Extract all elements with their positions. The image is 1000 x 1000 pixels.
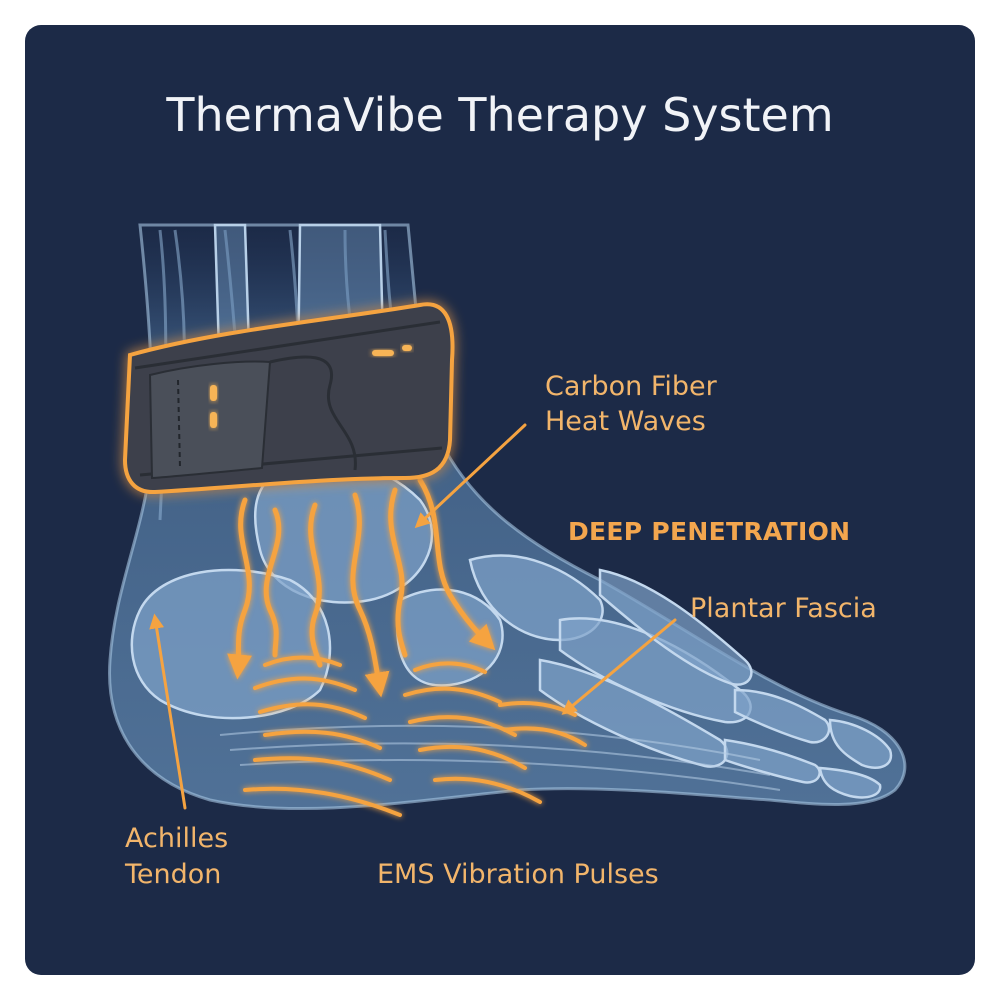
foot-bones — [130, 458, 893, 799]
achilles-label-line2: Tendon — [125, 859, 222, 890]
ems-pulses-label: EMS Vibration Pulses — [377, 859, 659, 890]
ems-pulse-arcs — [243, 655, 587, 817]
plantar-fascia-label: Plantar Fascia — [690, 593, 877, 624]
page-title: ThermaVibe Therapy System — [166, 88, 834, 142]
heat-waves-label-line2: Heat Waves — [545, 406, 706, 437]
heat-waves-label-line1: Carbon Fiber — [545, 371, 717, 402]
callout-arrows — [149, 423, 677, 810]
deep-penetration-label: DEEP PENETRATION — [568, 517, 851, 546]
plantar-callout-arrow — [561, 618, 677, 715]
wrap-indicator-light — [372, 350, 394, 356]
wrap-indicator-light — [402, 345, 412, 351]
achilles-label-line1: Achilles — [125, 823, 229, 854]
wrap-indicator-light — [210, 385, 217, 401]
achilles-callout-arrow — [149, 613, 187, 810]
wrap-indicator-light — [210, 412, 217, 428]
heat-callout-arrow — [414, 423, 527, 529]
therapy-wrap-band — [122, 302, 455, 495]
wrap-contour — [269, 355, 357, 471]
plantar-fascia-lines — [219, 724, 781, 791]
